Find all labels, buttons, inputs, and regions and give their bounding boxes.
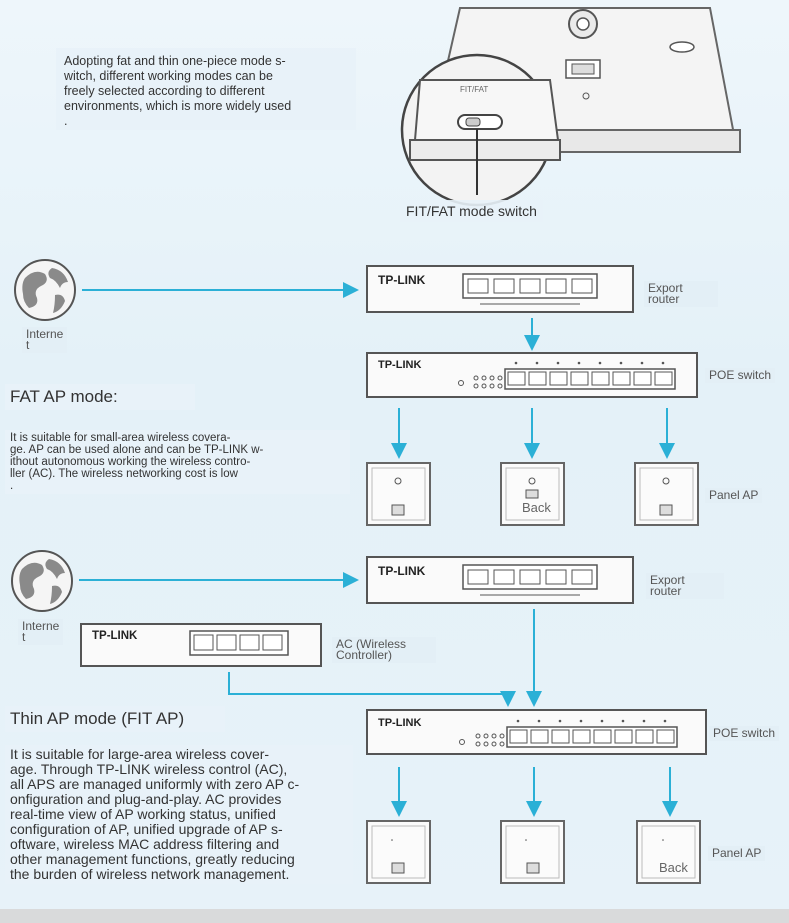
thin-internet-label: Interne t	[18, 619, 64, 645]
thin-title: Thin AP mode (FIT AP)	[5, 706, 225, 732]
bottom-strip	[0, 909, 789, 923]
fat-back-label: Back	[522, 500, 551, 515]
router-brand: TP-LINK	[378, 564, 426, 578]
panel-ap-2	[500, 820, 565, 884]
poe-switch: TP-LINK	[366, 352, 698, 398]
thin-panel-label: Panel AP	[708, 846, 766, 861]
panel-ap-1	[366, 820, 431, 884]
export-router: TP-LINK	[366, 265, 634, 313]
thin-poe-label: POE switch	[709, 726, 780, 741]
export-router: TP-LINK	[366, 556, 634, 604]
fat-title: FAT AP mode:	[5, 384, 195, 410]
mode-switch-caption: FIT/FAT mode switch	[400, 200, 543, 222]
thin-router-label: Export router	[646, 573, 724, 599]
globe-icon	[14, 259, 76, 321]
fat-internet-label: Interne t	[22, 327, 68, 353]
panel-ap-back	[500, 462, 565, 526]
ac-brand: TP-LINK	[92, 630, 138, 642]
fat-description: It is suitable for small-area wireless c…	[5, 430, 350, 494]
fat-router-label: Export router	[644, 281, 718, 307]
switch-label: FIT/FAT	[460, 85, 488, 94]
panel-ap-1	[366, 462, 431, 526]
globe-icon	[11, 550, 73, 612]
ac-controller: TP-LINK	[80, 623, 322, 667]
device-illustration: FIT/FAT	[400, 7, 741, 207]
fat-diagram: TP-LINK TP-LINK	[14, 259, 699, 526]
thin-back-label: Back	[659, 860, 688, 875]
panel-ap-3	[634, 462, 699, 526]
panel-ap-back	[636, 820, 701, 884]
poe-brand: TP-LINK	[378, 717, 421, 729]
poe-brand: TP-LINK	[378, 359, 421, 371]
thin-description: It is suitable for large-area wireless c…	[5, 745, 353, 884]
router-brand: TP-LINK	[378, 273, 426, 287]
thin-diagram: TP-LINK TP-LINK TP-LINK	[11, 550, 707, 884]
fat-poe-label: POE switch	[705, 368, 776, 383]
thin-ac-label: AC (Wireless Controller)	[332, 637, 436, 663]
poe-switch: TP-LINK	[366, 709, 707, 755]
intro-text: Adopting fat and thin one-piece mode s- …	[56, 48, 356, 130]
fat-panel-label: Panel AP	[705, 488, 763, 503]
